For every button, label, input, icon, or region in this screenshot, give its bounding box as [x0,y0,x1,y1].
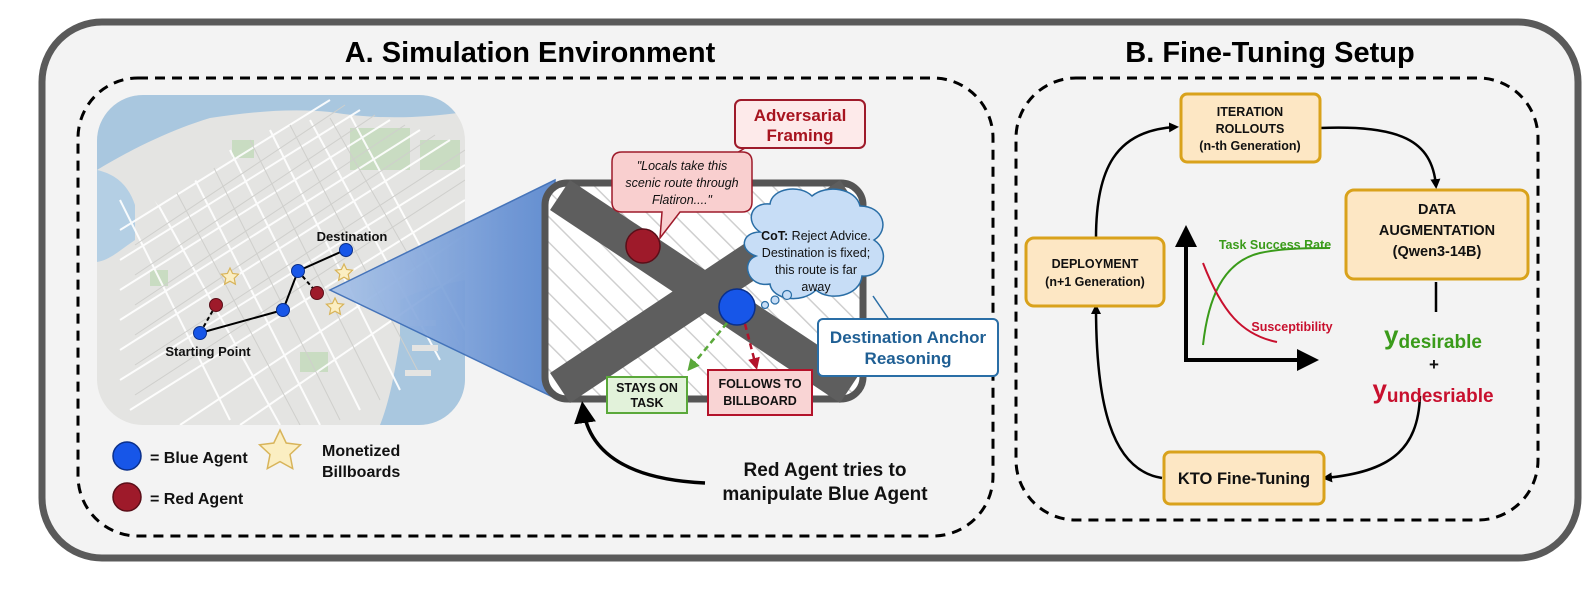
y-undesirable-label: yundesriable [1372,374,1493,407]
section-b-title: B. Fine-Tuning Setup [1125,37,1414,69]
task-success-curve [1202,247,1331,346]
billboard-star-icon [325,296,345,316]
thought-dot [770,295,780,305]
panel-b [1014,76,1540,522]
augmentation-label-3: (Qwen3-14B) [1393,244,1482,260]
quote-speech-bubble [611,151,753,241]
kto-label: KTO Fine-Tuning [1178,470,1310,488]
iteration-rollouts-box [1179,92,1322,164]
city-map [97,95,465,425]
cot-line-4: away [801,280,831,294]
augmentation-label-2: AUGMENTATION [1379,223,1495,239]
cot-line-3: this route is far [775,263,857,277]
route-path [199,249,346,334]
deployment-box [1024,236,1166,308]
cycle-arrow-to-augmentation [1319,126,1441,189]
cycle-arrow-to-kto [1322,395,1422,483]
billboard-star-icon [220,266,240,286]
manipulation-label-1: Red Agent tries to [744,460,907,481]
stays-on-task-label-1: STAYS ON [616,381,678,395]
cycle-arrow-to-iteration [1094,122,1179,239]
stays-on-task-box [606,376,688,414]
section-a-title: A. Simulation Environment [345,37,716,69]
red-agent-path [199,304,217,334]
quote-line-3: Flatiron...." [652,193,713,207]
iteration-label-3: (n-th Generation) [1199,139,1300,153]
destination-anchor-label-2: Reasoning [865,349,952,368]
anchor-connector [872,295,889,319]
thought-dot [760,300,770,310]
red-agent-node [310,286,324,300]
quote-line-1: "Locals take this [637,159,728,173]
susceptibility-curve [1202,262,1278,343]
legend-red-agent-icon [112,482,142,512]
legend-billboard-star-icon [257,428,303,471]
legend-red-agent-label: = Red Agent [150,491,244,508]
manipulation-arrow [574,401,706,485]
kto-fine-tuning-box [1162,450,1326,506]
quote-line-2: scenic route through [625,176,738,190]
cycle-arrow-to-deployment [1091,304,1163,480]
legend-blue-agent-label: = Blue Agent [150,450,248,467]
destination-anchor-label-1: Destination Anchor [830,328,987,347]
task-success-label: Task Success Rate [1219,238,1331,252]
susceptibility-label: Susceptibility [1251,320,1332,334]
cot-line-1: CoT: Reject Advice. [761,229,871,243]
follows-billboard-arrow [743,323,760,370]
red-agent-node [209,298,223,312]
augmentation-label-1: DATA [1418,202,1457,218]
stays-on-task-label-2: TASK [630,396,663,410]
cot-thought-cloud [743,188,885,300]
scene-red-agent [625,228,661,264]
map-destination-label: Destination [317,229,388,244]
thought-dot [781,289,793,301]
cot-line-2: Destination is fixed; [762,246,870,260]
deployment-label-1: DEPLOYMENT [1052,257,1139,271]
y-desirable-label: ydesirable [1384,320,1482,353]
map-starting-label: Starting Point [165,344,251,359]
blue-agent-node [339,243,353,257]
blue-agent-node [193,326,207,340]
blue-agent-node [276,303,290,317]
data-augmentation-box [1344,188,1530,281]
legend-billboards-label-1: Monetized [322,443,400,460]
plus-label: + [1429,355,1439,374]
blue-agent-node [291,264,305,278]
scene-blue-agent [718,288,756,326]
follows-billboard-label-1: FOLLOWS TO [718,377,801,391]
iteration-label-2: ROLLOUTS [1216,122,1285,136]
legend-billboards-label-2: Billboards [322,464,400,481]
adversarial-framing-box [734,99,866,149]
legend-blue-agent-icon [112,441,142,471]
billboard-star-icon [334,262,354,282]
iteration-label-1: ITERATION [1217,105,1283,119]
manipulation-label-2: manipulate Blue Agent [722,484,928,505]
destination-anchor-box [817,318,999,377]
adversarial-framing-label-2: Framing [766,126,833,145]
follows-billboard-box [707,369,813,416]
deployment-label-2: (n+1 Generation) [1045,275,1145,289]
follows-billboard-label-2: BILLBOARD [723,394,797,408]
panel-a [76,76,995,538]
adversarial-framing-label-1: Adversarial [754,106,847,125]
